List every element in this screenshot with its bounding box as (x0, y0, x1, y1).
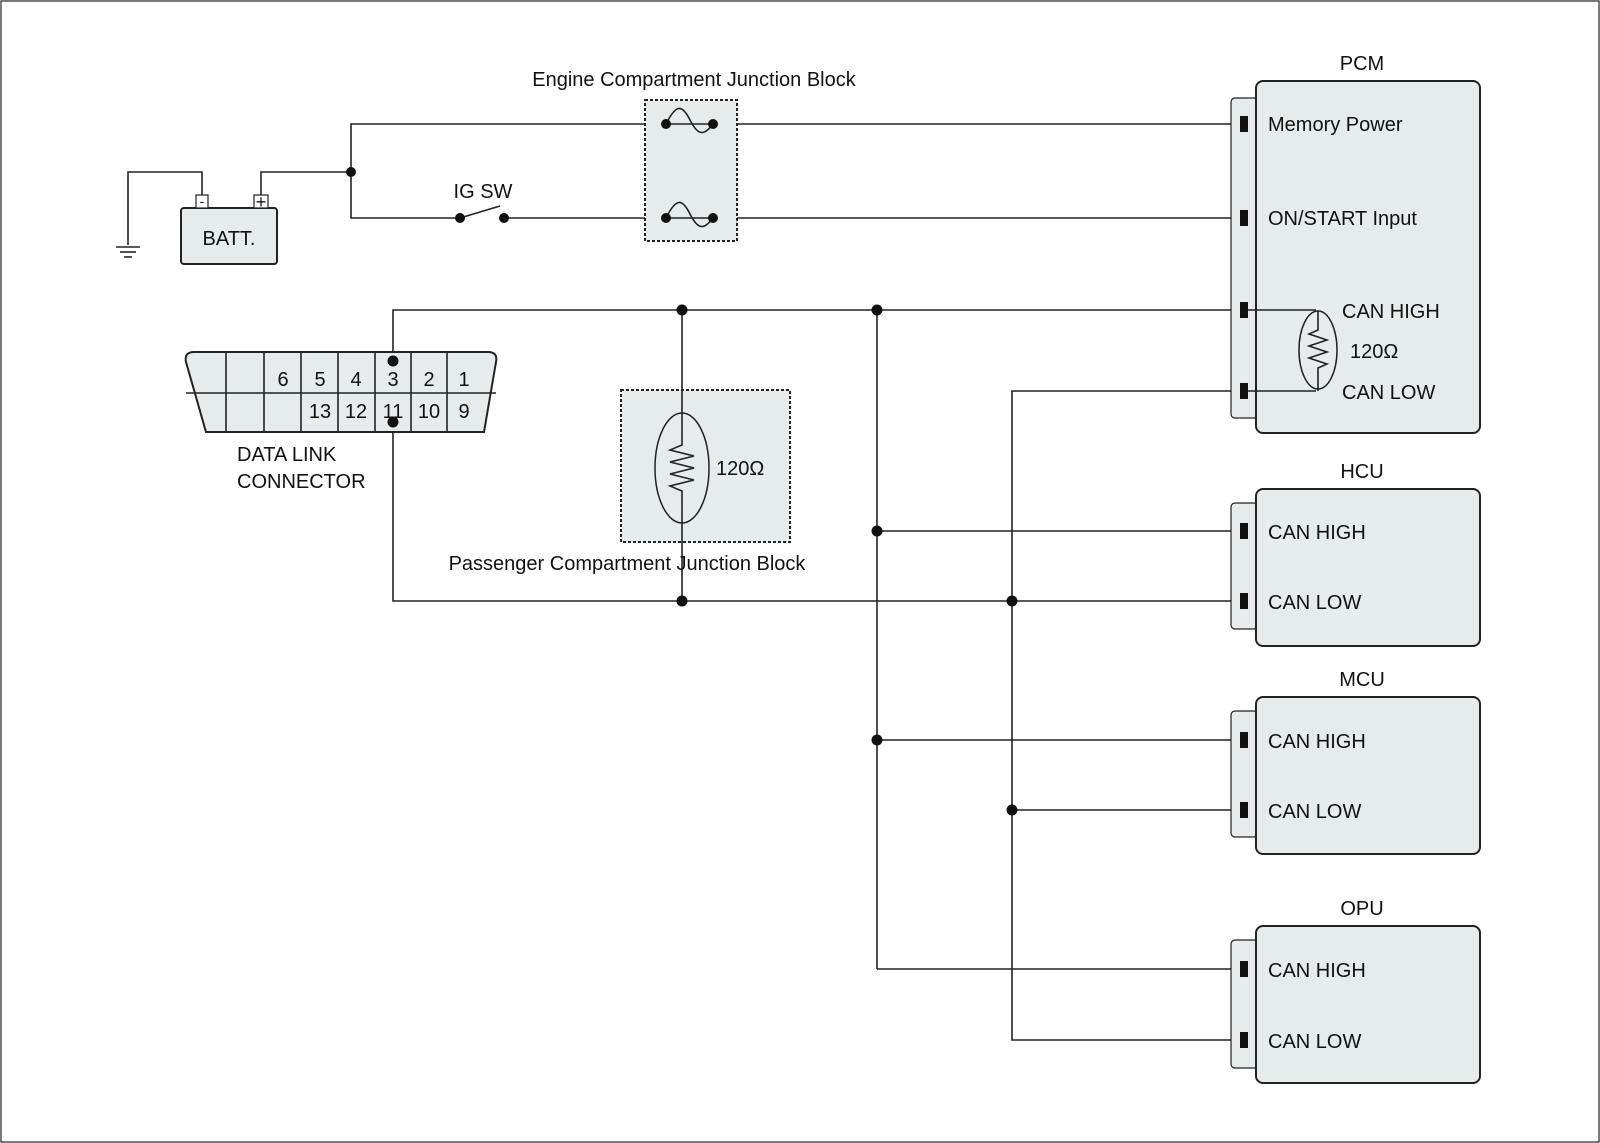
mcu-can-high-label: CAN HIGH (1268, 731, 1366, 753)
data-link-connector: 6 5 4 3 2 1 13 12 11 10 9 (184, 351, 498, 433)
battery: - + BATT. (116, 171, 351, 265)
fuse-terminal (708, 213, 718, 223)
ig-switch-contact (455, 213, 465, 223)
splice-dot (871, 734, 883, 746)
dlc-pin-1: 1 (458, 369, 469, 391)
dlc-label-line1: DATA LINK (237, 444, 337, 466)
opu-title: OPU (1340, 898, 1383, 920)
pcm-can-high-label: CAN HIGH (1342, 301, 1440, 323)
ig-switch-contact (499, 213, 509, 223)
pcm-can-low-label: CAN LOW (1342, 382, 1435, 404)
dlc-pin-9: 9 (458, 401, 469, 423)
fuse-terminal (661, 119, 671, 129)
opu-pin (1240, 1032, 1248, 1048)
splice-dot (676, 595, 688, 607)
dlc-pin-5: 5 (314, 369, 325, 391)
dlc-pin-2: 2 (423, 369, 434, 391)
hcu-can-high-label: CAN HIGH (1268, 522, 1366, 544)
dlc-pin-13: 13 (309, 401, 331, 423)
battery-positive-label: + (256, 192, 267, 212)
fuse-terminal (708, 119, 718, 129)
dlc-pin-12: 12 (345, 401, 367, 423)
battery-splice-dot (346, 167, 356, 177)
mcu-pin (1240, 732, 1248, 748)
ig-switch-label: IG SW (454, 181, 513, 203)
engine-junction-block-label: Engine Compartment Junction Block (532, 69, 856, 91)
hcu-pin (1240, 593, 1248, 609)
dlc-pin-3-terminal (387, 355, 399, 367)
opu-pin (1240, 961, 1248, 977)
dlc-pin-11-terminal (387, 416, 399, 428)
pcm-pin (1240, 302, 1248, 318)
opu-can-low-label: CAN LOW (1268, 1031, 1361, 1053)
hcu-title: HCU (1340, 461, 1383, 483)
passenger-junction-block: 120Ω (620, 389, 791, 543)
hcu-module (1230, 488, 1481, 647)
mcu-pin (1240, 802, 1248, 818)
splice-dot (1006, 595, 1018, 607)
engine-junction-block (644, 99, 738, 242)
pcm-module (1230, 80, 1481, 434)
splice-dot (871, 304, 883, 316)
hcu-can-low-label: CAN LOW (1268, 592, 1361, 614)
pcm-on-start-label: ON/START Input (1268, 208, 1417, 230)
hcu-pin (1240, 523, 1248, 539)
pcm-pin (1240, 383, 1248, 399)
passenger-junction-block-label: Passenger Compartment Junction Block (449, 553, 807, 575)
dlc-pin-6: 6 (277, 369, 288, 391)
pcm-memory-power-label: Memory Power (1268, 114, 1403, 136)
pcm-resistor-value: 120Ω (1350, 341, 1398, 363)
dlc-label-line2: CONNECTOR (237, 471, 366, 493)
dlc-pin-3: 3 (387, 369, 398, 391)
mcu-module (1230, 696, 1481, 855)
splice-dot (676, 304, 688, 316)
dlc-pin-4: 4 (350, 369, 361, 391)
passenger-jb-resistor-value: 120Ω (716, 458, 764, 480)
fuse-terminal (661, 213, 671, 223)
pcm-pin (1240, 210, 1248, 226)
mcu-title: MCU (1339, 669, 1385, 691)
opu-can-high-label: CAN HIGH (1268, 960, 1366, 982)
power-wires (346, 123, 1238, 223)
battery-label: BATT. (203, 228, 256, 250)
battery-negative-label: - (200, 193, 205, 209)
pcm-title: PCM (1340, 53, 1384, 75)
dlc-pin-10: 10 (418, 401, 440, 423)
mcu-can-low-label: CAN LOW (1268, 801, 1361, 823)
splice-dot (1006, 804, 1018, 816)
opu-module (1230, 925, 1481, 1084)
dlc-pin-11: 11 (383, 401, 404, 423)
splice-dot (871, 525, 883, 537)
pcm-pin (1240, 116, 1248, 132)
